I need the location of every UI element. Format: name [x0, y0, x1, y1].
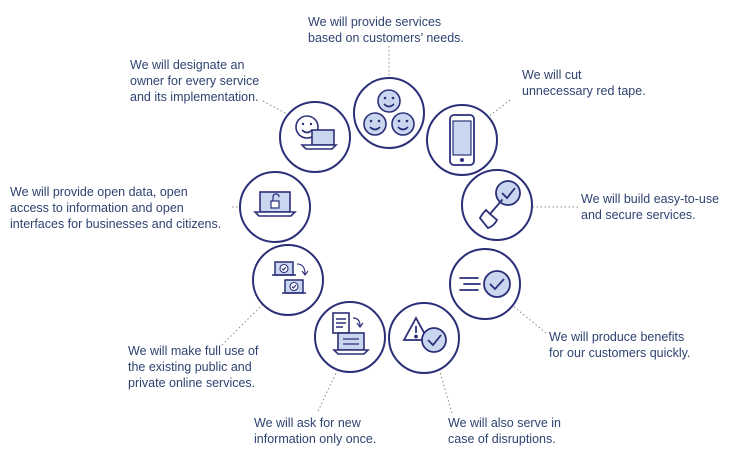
connector-line: [221, 304, 263, 346]
label-benefits-quickly: We will produce benefits for our custome…: [549, 329, 690, 361]
smartphone-icon: [449, 114, 475, 166]
document-laptop-icon: [332, 312, 370, 355]
label-line: We will designate an: [130, 58, 245, 72]
label-line: We will ask for new: [254, 416, 361, 430]
label-open-data: We will provide open data, open access t…: [10, 184, 221, 232]
label-line: unnecessary red tape.: [522, 84, 646, 98]
connector-line: [487, 99, 511, 118]
circle-information-once: [314, 301, 386, 373]
owner-laptop-icon: [295, 115, 338, 150]
circle-benefits-quickly: [449, 248, 521, 320]
label-existing-services: We will make full use of the existing pu…: [128, 343, 258, 391]
open-lock-laptop-icon: [253, 191, 297, 217]
label-disruptions: We will also serve in case of disruption…: [448, 415, 561, 447]
label-line: We will provide services: [308, 15, 442, 29]
label-line: interfaces for businesses and citizens.: [10, 217, 222, 231]
label-line: private online services.: [128, 376, 256, 390]
label-line: for our customers quickly.: [549, 346, 691, 360]
label-information-once: We will ask for new information only onc…: [254, 415, 376, 447]
circle-easy-secure: [461, 169, 533, 241]
label-line: access to information and open: [10, 201, 184, 215]
label-line: We will make full use of: [128, 344, 259, 358]
label-easy-secure: We will build easy-to-use and secure ser…: [581, 191, 719, 223]
label-line: and its implementation.: [130, 90, 259, 104]
label-service-owner: We will designate an owner for every ser…: [130, 57, 259, 105]
connector-line: [439, 371, 453, 414]
connector-lines: [221, 46, 578, 414]
label-line: information only once.: [254, 432, 377, 446]
label-line: and secure services.: [581, 208, 696, 222]
connector-line: [317, 370, 338, 412]
circle-customer-needs: [353, 77, 425, 149]
circle-existing-services: [252, 244, 324, 316]
label-line: We will build easy-to-use: [581, 192, 720, 206]
smiley-faces-icon: [363, 89, 415, 136]
fast-checkmark-icon: [459, 270, 511, 298]
linked-laptops-icon: [272, 261, 309, 294]
circle-red-tape: [426, 104, 498, 176]
label-line: We will cut: [522, 68, 582, 82]
label-line: We will also serve in: [448, 416, 562, 430]
label-customer-needs: We will provide services based on custom…: [308, 14, 464, 46]
label-red-tape: We will cut unnecessary red tape.: [522, 67, 646, 99]
circle-disruptions: [388, 302, 460, 374]
label-line: We will provide open data, open: [10, 185, 188, 199]
label-line: based on customers’ needs.: [308, 31, 464, 45]
warning-checkmark-icon: [402, 316, 447, 353]
label-line: case of disruptions.: [448, 432, 556, 446]
connector-line: [262, 100, 288, 115]
circle-open-data: [239, 171, 311, 243]
connector-line: [512, 305, 547, 334]
label-line: the existing public and: [128, 360, 252, 374]
circle-service-owner: [279, 101, 351, 173]
label-line: owner for every service: [130, 74, 260, 88]
touch-checkmark-icon: [478, 180, 521, 230]
label-line: We will produce benefits: [549, 330, 685, 344]
